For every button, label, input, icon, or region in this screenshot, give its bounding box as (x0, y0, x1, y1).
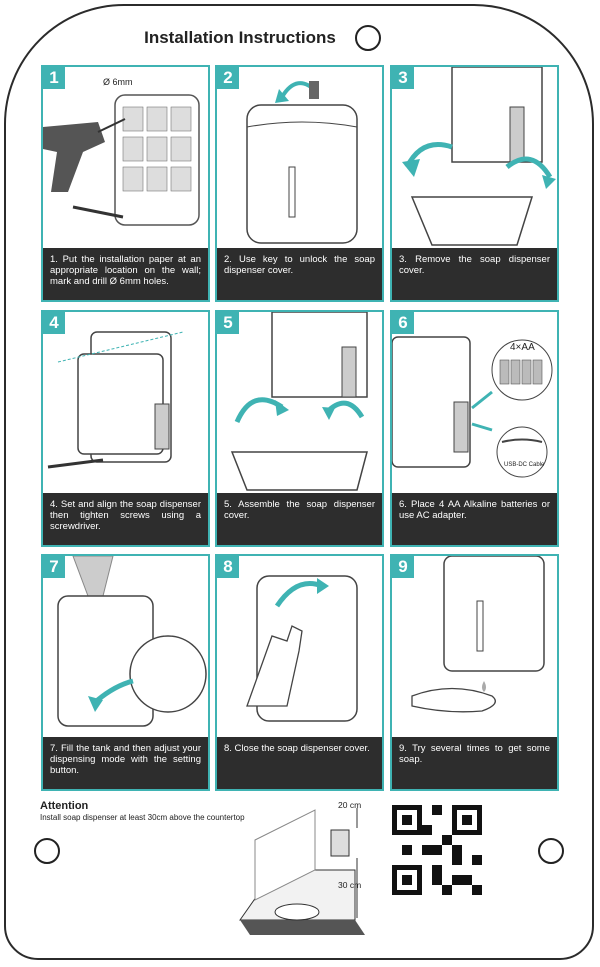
close-cover-illustration (246, 575, 358, 722)
dispense-soap-illustration (411, 556, 545, 713)
step-number: 4 (43, 312, 65, 334)
step-panel-7: 7 7. Fill the tank and then adjust your … (41, 554, 210, 791)
step-caption: 9. Try several times to get some soap. (392, 737, 557, 789)
step-caption: 4. Set and align the soap dispenser then… (43, 493, 208, 545)
step-caption: 3. Remove the soap dispenser cover. (392, 248, 557, 300)
mounting-hole-top-right (355, 25, 381, 51)
step-panel-2: 2 2. Use key to unlock the soap dispense… (215, 65, 384, 302)
step-panel-3: 3 3. Remove the soap dispenser cover. (390, 65, 559, 302)
attention-title: Attention (40, 800, 89, 812)
cable-label: USB-DC Cable (504, 462, 545, 468)
step-panel-5: 5 5. Assemble the soap dispenser cover. (215, 310, 384, 547)
unlock-key-illustration (246, 81, 358, 244)
step-number: 5 (217, 312, 239, 334)
drill-size-label: Ø 6mm (103, 77, 133, 87)
step-number: 6 (392, 312, 414, 334)
assemble-cover-illustration (230, 312, 368, 491)
step-caption: 1. Put the installation paper at an appr… (43, 248, 208, 300)
drill-illustration (43, 94, 200, 226)
battery-label: 4×AA (510, 342, 535, 353)
qr-code (392, 805, 482, 895)
step-number: 7 (43, 556, 65, 578)
step-number: 3 (392, 67, 414, 89)
step-number: 2 (217, 67, 239, 89)
step-panel-4: 4 4. Set and align the soap dispenser th… (41, 310, 210, 547)
step-number: 8 (217, 556, 239, 578)
page-title: Installation Instructions (144, 28, 336, 47)
step-caption: 7. Fill the tank and then adjust your di… (43, 737, 208, 789)
mounting-hole-bottom-left (34, 838, 60, 864)
step-panel-6: 6 4×AA USB-DC Cable 6. Place 4 AA Alkali… (390, 310, 559, 547)
countertop-diagram (239, 808, 365, 935)
remove-cover-illustration (402, 67, 556, 246)
battery-illustration (392, 336, 553, 478)
mounting-hole-bottom-right (538, 838, 564, 864)
step-caption: 5. Assemble the soap dispenser cover. (217, 493, 382, 545)
step-panel-9: 9 9. Try several times to get some soap. (390, 554, 559, 791)
step-panel-1: 1 Ø 6mm 1. Put the installation paper at… (41, 65, 210, 302)
step-caption: 8. Close the soap dispenser cover. (217, 737, 382, 789)
dimension-20cm: 20 cm (338, 800, 362, 810)
step-panel-8: 8 8. Close the soap dispenser cover. (215, 554, 384, 791)
step-caption: 2. Use key to unlock the soap dispenser … (217, 248, 382, 300)
step-number: 9 (392, 556, 414, 578)
step-number: 1 (43, 67, 65, 89)
fill-tank-illustration (57, 556, 207, 727)
dimension-30cm: 30 cm (338, 880, 362, 890)
mount-screws-illustration (47, 331, 184, 469)
attention-text: Install soap dispenser at least 30cm abo… (40, 813, 245, 822)
step-caption: 6. Place 4 AA Alkaline batteries or use … (392, 493, 557, 545)
